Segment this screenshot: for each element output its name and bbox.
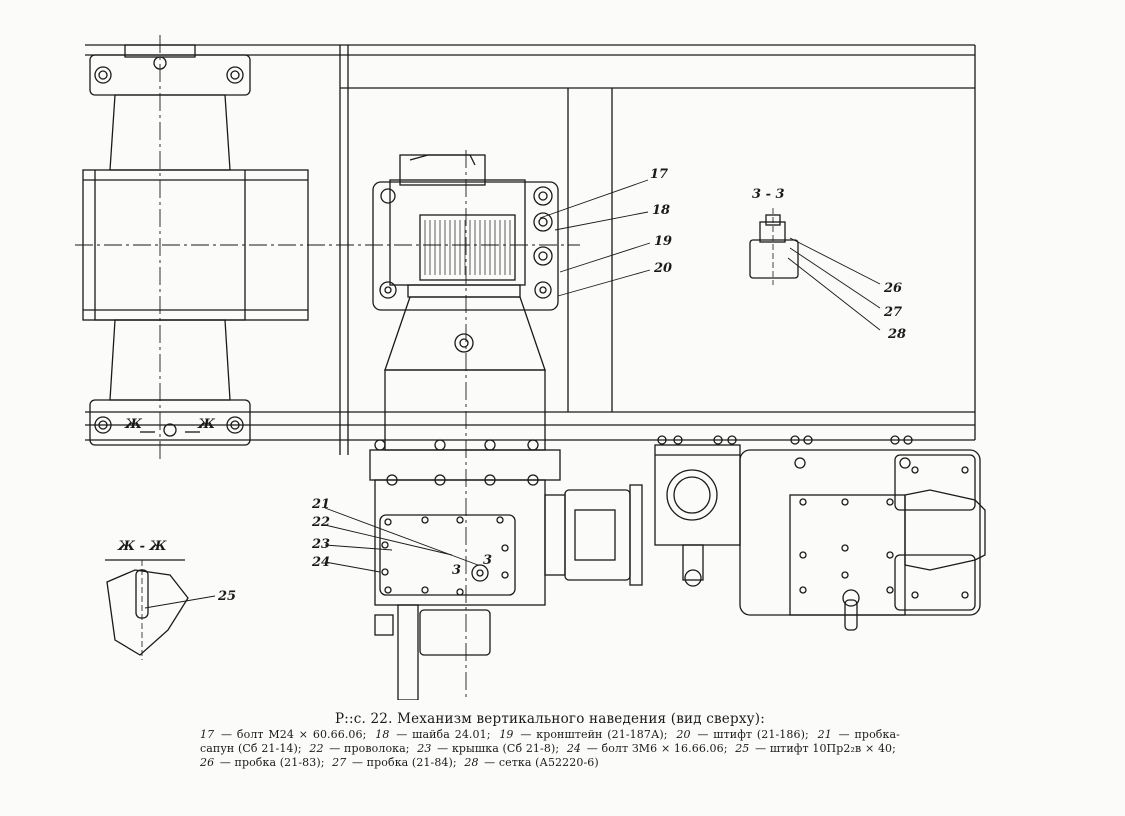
legend-text: — кронштейн (21-187А);	[520, 728, 668, 741]
legend-number: 22	[309, 742, 324, 755]
legend-text: — шайба 24.01;	[396, 728, 491, 741]
label-25: 25	[217, 589, 236, 604]
label-23: 23	[311, 537, 330, 552]
legend-number: 17	[200, 728, 215, 741]
legend-text: — штифт 10Пр2₂в × 40;	[755, 742, 896, 755]
legend-number: 19	[499, 728, 514, 741]
label-28: 28	[887, 327, 906, 342]
legend-item: 20 — штифт (21-186);	[676, 728, 810, 741]
legend-number: 23	[417, 742, 432, 755]
legend-text: — болт М24 × 60.66.06;	[221, 728, 367, 741]
label-19: 19	[654, 234, 672, 249]
label-17: 17	[650, 167, 668, 182]
legend-number: 20	[676, 728, 691, 741]
legend-item: 17 — болт М24 × 60.66.06;	[200, 728, 368, 741]
mechanism-drawing: 17 18 19 20 21 22 23 24 25 26 27 28 3 - …	[75, 35, 986, 700]
label-27: 27	[883, 305, 902, 320]
label-22: 22	[311, 515, 330, 530]
legend-item: 18 — шайба 24.01;	[375, 728, 492, 741]
legend-item: 28 — сетка (А52220-6)	[464, 756, 600, 769]
legend-item: 27 — пробка (21-84);	[332, 756, 459, 769]
label-21: 21	[311, 497, 330, 512]
legend-text: — пробка (21-83);	[219, 756, 325, 769]
label-20: 20	[653, 261, 672, 276]
section-mark-3-right: 3	[483, 553, 492, 568]
legend-text: — сетка (А52220-6)	[484, 756, 599, 769]
legend-text: — штифт (21-186);	[697, 728, 809, 741]
legend-number: 24	[566, 742, 582, 755]
label-26: 26	[883, 281, 902, 296]
section-zh-zh-title: Ж - Ж	[117, 539, 168, 554]
legend-number: 25	[735, 742, 750, 755]
legend-number: 28	[464, 756, 479, 769]
legend-item: 21 — пробка-сапун (Сб 21-14);	[200, 728, 900, 755]
section-mark-zh-right: Ж	[197, 417, 216, 432]
legend-item: 24 — болт ЗМ6 × 16.66.06;	[567, 742, 730, 755]
legend-number: 26	[200, 756, 215, 769]
legend-text: — пробка-сапун (Сб 21-14);	[200, 728, 900, 755]
legend-number: 18	[375, 728, 390, 741]
label-24: 24	[311, 555, 330, 570]
legend-text: — болт ЗМ6 × 16.66.06;	[586, 742, 728, 755]
legend-text: — пробка (21-84);	[351, 756, 457, 769]
legend-item: 23 — крышка (Сб 21-8);	[417, 742, 561, 755]
label-18: 18	[652, 203, 670, 218]
section-mark-zh-left: Ж	[124, 417, 143, 432]
legend-number: 27	[332, 756, 347, 769]
caption-title: Р::с. 22. Механизм вертикального наведен…	[334, 711, 765, 727]
caption-legend: 17 — болт М24 × 60.66.06; 18 — шайба 24.…	[200, 728, 900, 770]
section-mark-3-left: 3	[452, 563, 461, 578]
section-3-3-title: 3 - 3	[752, 187, 785, 202]
legend-text: — проволока;	[329, 742, 410, 755]
legend-item: 22 — проволока;	[309, 742, 411, 755]
legend-item: 19 — кронштейн (21-187А);	[499, 728, 669, 741]
figure-caption: Р::с. 22. Механизм вертикального наведен…	[200, 712, 900, 770]
legend-text: — крышка (Сб 21-8);	[437, 742, 560, 755]
legend-item: 25 — штифт 10Пр2₂в × 40;	[735, 742, 898, 755]
legend-number: 21	[817, 728, 832, 741]
legend-item: 26 — пробка (21-83);	[200, 756, 327, 769]
